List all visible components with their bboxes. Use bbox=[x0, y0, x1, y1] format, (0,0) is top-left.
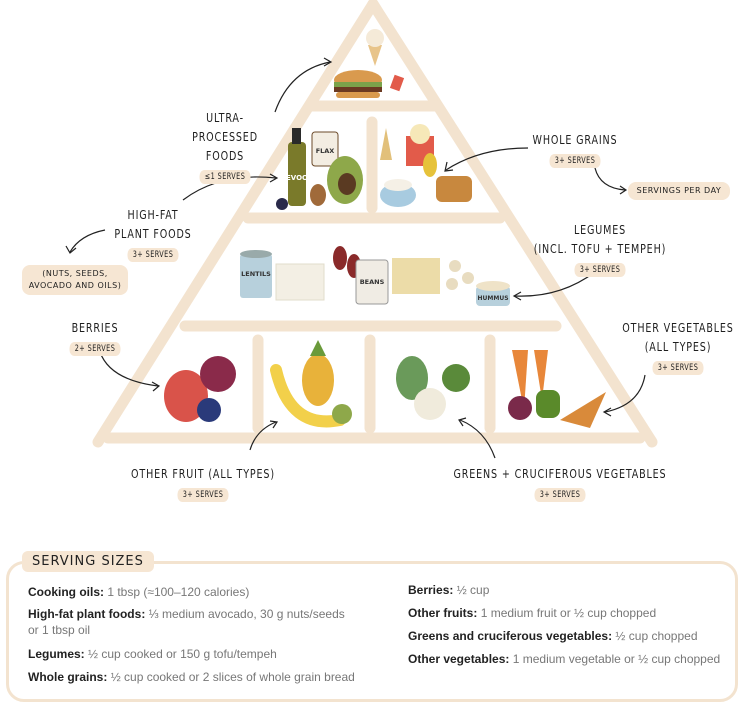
tier-title: plant foods bbox=[114, 226, 192, 241]
pyramid-frame bbox=[92, 0, 658, 448]
tier-title: (all types) bbox=[644, 339, 712, 354]
serving-row: Cooking oils: 1 tbsp (≈100–120 calories) bbox=[28, 584, 249, 600]
serving-text: 1 medium fruit or ½ cup chopped bbox=[480, 606, 657, 620]
label-high-fat: High-fat plant foods 3+ serves bbox=[106, 205, 200, 262]
berries-illustration bbox=[164, 356, 236, 422]
serving-row: Berries: ½ cup bbox=[408, 582, 489, 598]
serving-label: Berries: bbox=[408, 583, 454, 597]
serving-row: Other vegetables: 1 medium vegetable or … bbox=[408, 651, 720, 667]
serving-row: High-fat plant foods: ⅓ medium avocado, … bbox=[28, 606, 358, 638]
serving-row: Whole grains: ½ cup cooked or 2 slices o… bbox=[28, 669, 355, 685]
tier-title: Ultra-processed foods bbox=[192, 110, 258, 163]
serving-row: Legumes: ½ cup cooked or 150 g tofu/temp… bbox=[28, 646, 277, 662]
evoo-label: EVOO bbox=[286, 174, 308, 182]
fruit-illustration bbox=[270, 340, 352, 428]
high-fat-illustration: EVOO FLAX bbox=[276, 128, 363, 210]
legumes-illustration: LENTILS BEANS HUMMUS bbox=[240, 246, 510, 306]
lentils-label: LENTILS bbox=[241, 270, 271, 278]
serving-text: 1 medium vegetable or ½ cup chopped bbox=[512, 652, 721, 666]
label-greens: Greens + cruciferous vegetables 3+ serve… bbox=[441, 464, 679, 502]
hummus-label: HUMMUS bbox=[477, 295, 508, 302]
tier-title: Legumes bbox=[573, 222, 627, 237]
label-whole-grains: Whole grains 3+ serves bbox=[528, 130, 622, 168]
serving-label: Legumes: bbox=[28, 647, 85, 661]
beans-label: BEANS bbox=[360, 278, 385, 286]
serving-row: Greens and cruciferous vegetables: ½ cup… bbox=[408, 628, 698, 644]
serving-label: Other fruits: bbox=[408, 606, 478, 620]
serving-row: Other fruits: 1 medium fruit or ½ cup ch… bbox=[408, 605, 656, 621]
serving-label: Whole grains: bbox=[28, 670, 108, 684]
serving-sizes-box bbox=[6, 561, 738, 702]
serves-badge: 3+ serves bbox=[127, 248, 179, 262]
serves-badge: 3+ serves bbox=[549, 154, 601, 168]
serving-text: ½ cup cooked or 2 slices of whole grain … bbox=[110, 670, 355, 684]
serves-badge: 3+ serves bbox=[534, 488, 586, 502]
serving-text: 1 tbsp (≈100–120 calories) bbox=[107, 585, 250, 599]
vegetables-illustration bbox=[508, 350, 606, 428]
tier-title: Other vegetables bbox=[622, 320, 734, 335]
serving-text: ½ cup cooked or 150 g tofu/tempeh bbox=[88, 647, 277, 661]
greens-illustration bbox=[396, 356, 470, 420]
serving-label: Cooking oils: bbox=[28, 585, 104, 599]
label-legumes: Legumes (incl. tofu + tempeh) 3+ serves bbox=[532, 220, 668, 277]
serving-label: Greens and cruciferous vegetables: bbox=[408, 629, 613, 643]
note-text: avocado and oils) bbox=[28, 281, 122, 290]
serving-text: ⅓ medium avocado, 30 g nuts/seeds or 1 t… bbox=[28, 607, 345, 637]
arrows bbox=[65, 57, 646, 459]
whole-grains-illustration bbox=[380, 124, 472, 207]
serves-badge: 2+ serves bbox=[69, 342, 121, 356]
high-fat-note: (nuts, seeds, avocado and oils) bbox=[22, 265, 128, 295]
tier-title: Other fruit (all types) bbox=[131, 466, 275, 481]
serving-text: ½ cup chopped bbox=[615, 629, 698, 643]
note-text: (nuts, seeds, bbox=[42, 269, 108, 278]
tier-title: Whole grains bbox=[532, 132, 618, 147]
servings-per-day-note: servings per day bbox=[628, 182, 730, 200]
serving-label: Other vegetables: bbox=[408, 652, 510, 666]
label-other-fruit: Other fruit (all types) 3+ serves bbox=[115, 464, 290, 502]
ultra-processed-illustration bbox=[334, 29, 405, 98]
food-pyramid: EVOO FLAX LENTILS BEANS HUMMUS bbox=[65, 0, 658, 459]
tier-title: (incl. tofu + tempeh) bbox=[533, 241, 667, 256]
serves-badge: 3+ serves bbox=[177, 488, 229, 502]
tier-title: High-fat bbox=[127, 207, 179, 222]
serves-badge: 3+ serves bbox=[574, 263, 626, 277]
serves-badge: 3+ serves bbox=[652, 361, 704, 375]
serving-label: High-fat plant foods: bbox=[28, 607, 146, 621]
tier-title: Berries bbox=[71, 320, 119, 335]
label-ultra-processed: Ultra-processed foods ≤1 serves bbox=[178, 108, 272, 184]
serving-text: ½ cup bbox=[456, 583, 490, 597]
serves-badge: ≤1 serves bbox=[199, 170, 251, 184]
flax-label: FLAX bbox=[316, 147, 335, 155]
label-other-vegetables: Other vegetables (all types) 3+ serves bbox=[619, 318, 738, 375]
tier-title: Greens + cruciferous vegetables bbox=[453, 466, 667, 481]
label-berries: Berries 2+ serves bbox=[61, 318, 129, 356]
serving-sizes-title: Serving sizes bbox=[22, 551, 154, 572]
